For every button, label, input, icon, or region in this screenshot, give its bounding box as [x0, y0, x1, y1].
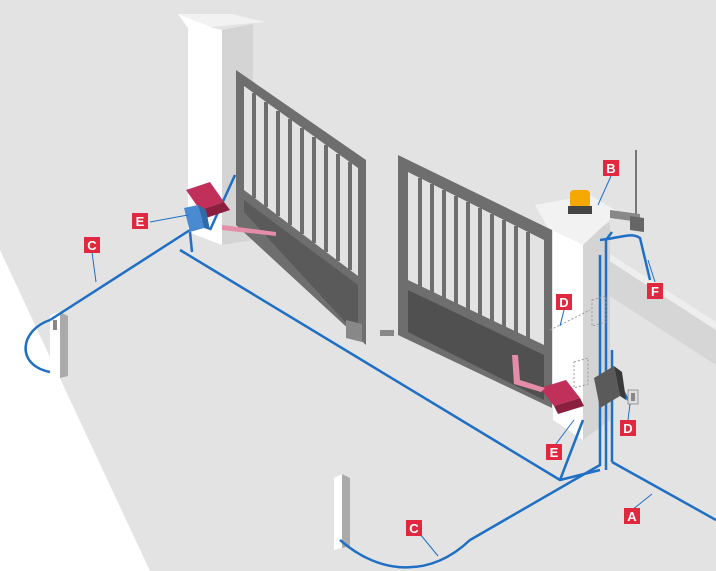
svg-text:C: C [409, 521, 419, 536]
svg-text:E: E [550, 445, 559, 460]
photocell-post-right [334, 474, 350, 550]
photocell-post-left [50, 312, 68, 380]
svg-text:B: B [606, 161, 615, 176]
gate-stop [380, 330, 394, 336]
svg-text:E: E [136, 214, 145, 229]
key-selector [628, 390, 638, 404]
svg-text:D: D [559, 295, 568, 310]
svg-text:F: F [651, 284, 659, 299]
svg-text:A: A [627, 509, 637, 524]
svg-text:D: D [623, 421, 632, 436]
flashing-light [568, 190, 592, 214]
svg-text:C: C [87, 238, 97, 253]
